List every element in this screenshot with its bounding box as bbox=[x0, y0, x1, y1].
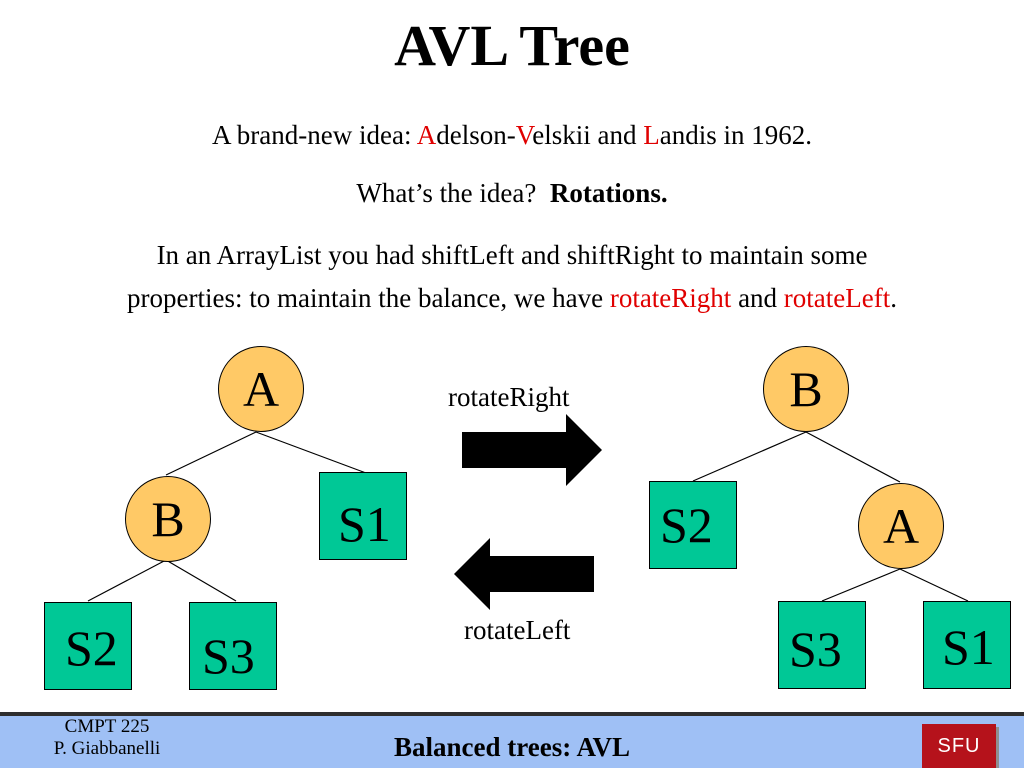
tree-edges bbox=[87, 431, 969, 602]
right-subtree-s2: S2 bbox=[649, 481, 737, 569]
left-subtree-s1-label: S1 bbox=[338, 496, 391, 552]
right-subtree-s2-label: S2 bbox=[660, 497, 713, 553]
paragraph-and: and bbox=[731, 283, 784, 313]
left-subtree-s1: S1 bbox=[319, 472, 407, 560]
footer-bar: CMPT 225 P. Giabbanelli Balanced trees: … bbox=[0, 712, 1024, 768]
footer-credits: CMPT 225 P. Giabbanelli bbox=[22, 716, 192, 760]
intro-adelson: delson- bbox=[436, 120, 516, 150]
left-subtree-s3-label: S3 bbox=[202, 628, 255, 684]
edge-b-s2-right bbox=[692, 431, 807, 482]
slide-title: AVL Tree bbox=[394, 13, 630, 78]
edge-a-s1 bbox=[255, 431, 367, 474]
edge-b-s2 bbox=[87, 559, 167, 602]
left-node-a: A bbox=[218, 346, 304, 432]
paragraph-line-1: In an ArrayList you had shiftLeft and sh… bbox=[156, 240, 868, 270]
edge-a-b bbox=[165, 431, 257, 476]
edge-a-s1-right bbox=[899, 568, 969, 602]
footer-topic: Balanced trees: AVL bbox=[394, 732, 630, 762]
footer-course: CMPT 225 bbox=[64, 716, 150, 737]
paragraph-suffix: . bbox=[890, 283, 897, 313]
left-node-b: B bbox=[125, 476, 211, 562]
left-subtree-s3: S3 bbox=[189, 602, 277, 690]
right-subtree-s3-label: S3 bbox=[789, 621, 842, 677]
intro-letter-v: V bbox=[515, 120, 533, 150]
rotate-right-arrow-icon bbox=[462, 414, 602, 486]
intro-velskii: elskii and bbox=[532, 120, 644, 150]
left-subtree-s2-label: S2 bbox=[65, 620, 118, 676]
intro-letter-a: A bbox=[416, 120, 437, 150]
question-line: What’s the idea? Rotations. bbox=[0, 176, 1024, 210]
intro-landis: andis in 1962. bbox=[659, 120, 812, 150]
paragraph-rotate-right: rotateRight bbox=[609, 283, 732, 313]
right-subtree-s1: S1 bbox=[923, 601, 1011, 689]
question-text: What’s the idea? bbox=[356, 178, 550, 208]
footer-author: P. Giabbanelli bbox=[53, 738, 161, 759]
paragraph-line-2: properties: to maintain the balance, we … bbox=[0, 281, 1024, 315]
paragraph-prefix: properties: to maintain the balance, we … bbox=[127, 283, 610, 313]
right-node-a: A bbox=[858, 483, 944, 569]
right-subtree-s3: S3 bbox=[778, 601, 866, 689]
rotate-left-label: rotateLeft bbox=[464, 615, 571, 645]
left-subtree-s2: S2 bbox=[44, 602, 132, 690]
edge-b-s3 bbox=[165, 559, 237, 602]
question-answer: Rotations. bbox=[549, 178, 668, 208]
intro-letter-l: L bbox=[643, 120, 660, 150]
intro-line: A brand-new idea: Adelson-Velskii and La… bbox=[0, 118, 1024, 152]
rotate-left-arrow-icon bbox=[454, 538, 594, 610]
sfu-logo: SFU bbox=[922, 724, 996, 768]
rotate-right-label: rotateRight bbox=[448, 382, 570, 412]
right-subtree-s1-label: S1 bbox=[942, 619, 995, 675]
edge-b-a-right bbox=[805, 431, 901, 483]
right-node-b: B bbox=[763, 346, 849, 432]
paragraph-rotate-left: rotateLeft bbox=[783, 283, 891, 313]
intro-prefix: A brand-new idea: bbox=[212, 120, 417, 150]
edge-a-s3-right bbox=[821, 568, 901, 602]
